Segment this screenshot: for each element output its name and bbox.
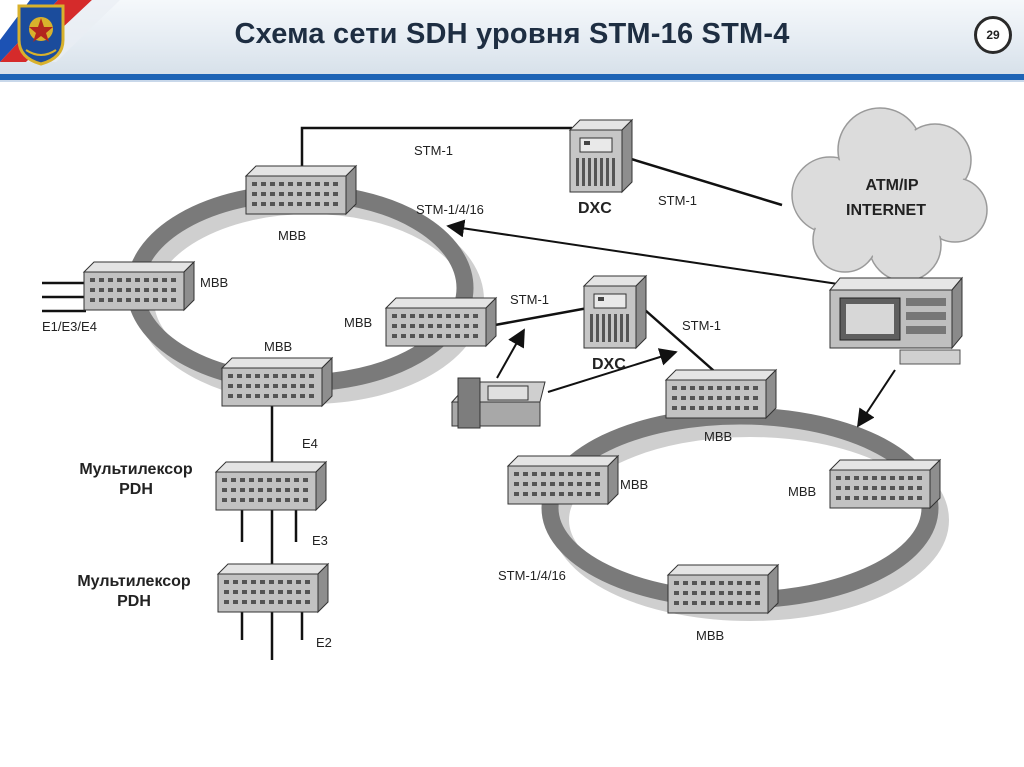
pdh-mux-1 <box>215 461 327 511</box>
label-mbb-ring2-right: MBB <box>788 484 816 499</box>
label-mbb-ring1-left: MBB <box>200 275 228 290</box>
cloud-label-internet: INTERNET <box>846 202 926 219</box>
label-dxc-ring2-stm1: STM-1 <box>682 318 721 333</box>
mbb-ring2-top <box>665 369 777 419</box>
mbb-ring1-bottom <box>221 357 333 407</box>
internet-cloud <box>791 107 988 282</box>
links <box>42 126 783 660</box>
label-e4: E4 <box>302 436 318 451</box>
label-pdh-mux-2-line1: Мультилексор <box>77 573 191 590</box>
mbb-ring2-right <box>829 459 941 509</box>
header-rule-light <box>0 80 1024 82</box>
dxc-top <box>569 119 633 193</box>
label-mbb-ring1-top: MBB <box>278 228 306 243</box>
label-ring1-rate: STM-1/4/16 <box>416 202 484 217</box>
label-mbb-ring2-left: MBB <box>620 477 648 492</box>
label-pdh-mux-2-line2: PDH <box>117 593 151 610</box>
slide-title: Схема сети SDH уровня STM-16 STM-4 <box>234 18 790 50</box>
mbb-ring1-right <box>385 297 497 347</box>
label-top-stm1: STM-1 <box>414 143 453 158</box>
label-mbb-ring2-top: MBB <box>704 429 732 444</box>
label-dxc-top: DXC <box>578 200 612 217</box>
management-arrows <box>446 219 896 428</box>
academy-emblem <box>17 4 65 66</box>
dxc-middle <box>583 275 647 349</box>
label-pdh-mux-1-line2: PDH <box>119 481 153 498</box>
sdh-network-diagram: ATM/IP INTERNET <box>42 107 988 660</box>
label-mbb-dxc-stm1: STM-1 <box>510 292 549 307</box>
slide-header <box>0 0 1024 74</box>
cloud-label-atm-ip: ATM/IP <box>865 177 918 194</box>
label-pdh-mux-1-line1: Мультилексор <box>79 461 193 478</box>
management-terminal-right <box>828 276 964 365</box>
label-dxc-middle: DXC <box>592 356 626 373</box>
label-mbb-ring1-bottom: MBB <box>264 339 292 354</box>
label-mbb-ring1-right: MBB <box>344 315 372 330</box>
label-e2: E2 <box>316 635 332 650</box>
label-ring2-rate: STM-1/4/16 <box>498 568 566 583</box>
page-number-badge: 29 <box>974 16 1012 54</box>
pdh-mux-2 <box>217 563 329 613</box>
label-e3: E3 <box>312 533 328 548</box>
mbb-ring2-bottom <box>667 564 779 614</box>
label-dxc-cloud-stm1: STM-1 <box>658 193 697 208</box>
management-terminal-left <box>450 377 546 429</box>
label-mbb-ring2-bottom: MBB <box>696 628 724 643</box>
mbb-ring2-left <box>507 455 619 505</box>
mbb-ring1-left <box>83 261 195 311</box>
label-tributaries: E1/E3/E4 <box>42 319 97 334</box>
mbb-ring1-top <box>245 165 357 215</box>
header-rule <box>0 74 1024 80</box>
